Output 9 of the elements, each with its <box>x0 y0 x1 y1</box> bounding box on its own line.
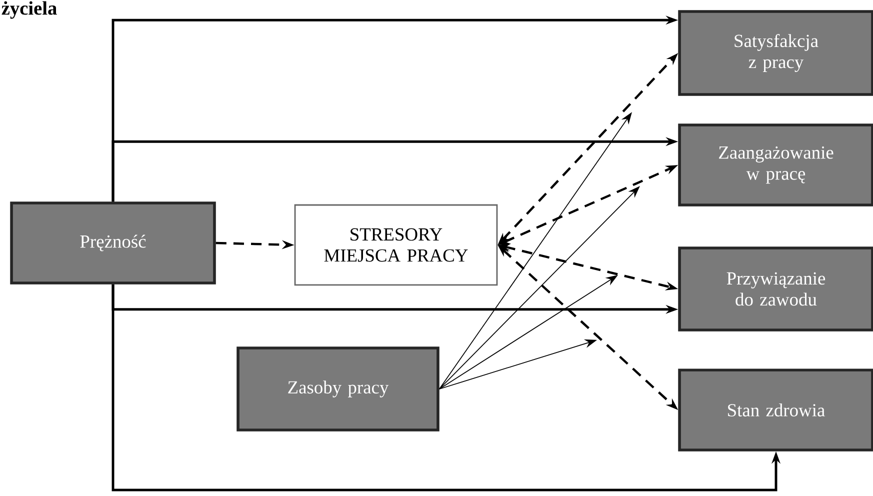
title-fragment: życiela <box>2 1 57 19</box>
factor-box: Satysfakcja z pracy <box>678 10 873 96</box>
factor-box: Zaangażowanie w pracę <box>678 124 873 206</box>
mediator-box: STRESORY MIEJSCA PRACY <box>294 204 498 286</box>
factor-box: Przywiązanie do zawodu <box>678 246 873 332</box>
factor-box: Zasoby pracy <box>236 346 440 432</box>
arrow <box>438 186 640 390</box>
factor-box: Stan zdrowia <box>678 368 873 452</box>
factor-box: Prężność <box>10 202 216 284</box>
